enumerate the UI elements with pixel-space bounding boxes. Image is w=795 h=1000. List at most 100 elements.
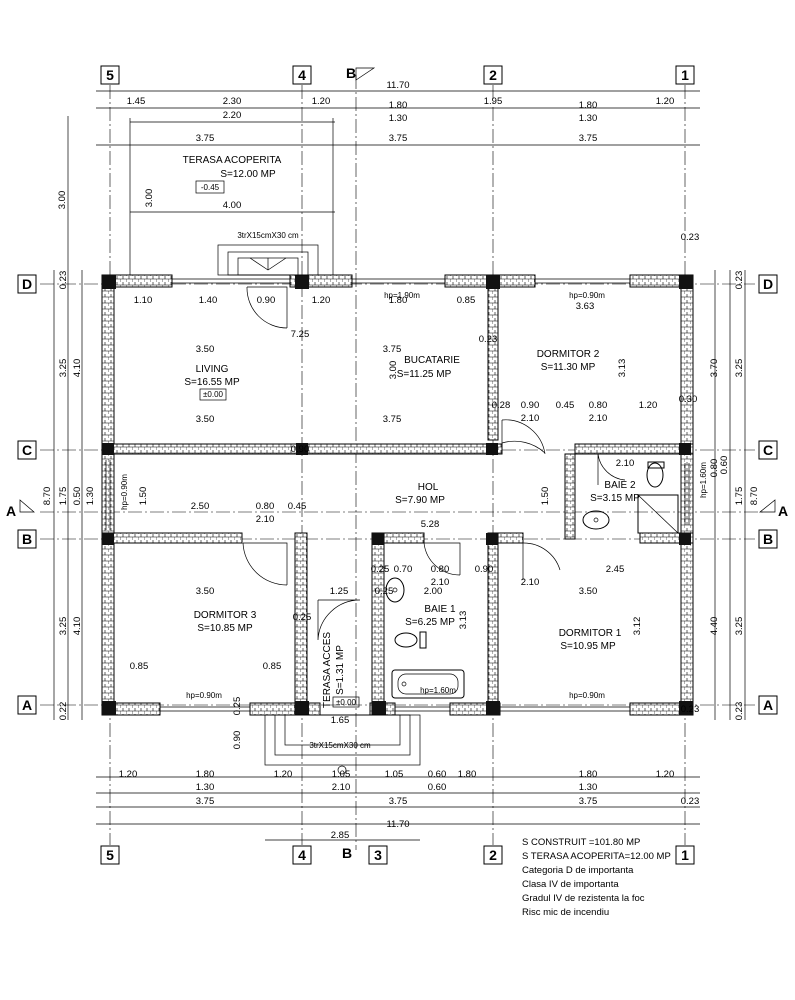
svg-text:0.25: 0.25 [375,586,394,597]
axis-4-bottom: 4 [292,845,312,865]
columns [102,275,693,715]
sink-icon [385,577,405,603]
svg-text:3.75: 3.75 [383,414,402,425]
svg-text:2.10: 2.10 [521,413,540,424]
svg-text:1.75: 1.75 [58,487,69,506]
summary-terrace-area: S TERASA ACOPERITA=12.00 MP [522,851,671,862]
svg-text:5.28: 5.28 [421,519,440,530]
svg-text:0.90: 0.90 [521,400,540,411]
axis-5-top: 5 [100,65,120,85]
svg-text:2.85: 2.85 [331,830,350,841]
svg-text:-0.45: -0.45 [201,183,220,192]
axis-2-bottom: 2 [483,845,503,865]
axis-3-bottom: 3 [368,845,388,865]
svg-text:0.45: 0.45 [556,400,575,411]
summary-importance-class: Clasa IV de importanta [522,879,619,890]
svg-text:11.70: 11.70 [386,80,409,91]
toilet-icon-2 [646,461,665,488]
summary-built-area: S CONSTRUIT =101.80 MP [522,837,641,848]
svg-text:0.45: 0.45 [288,501,307,512]
stairs [217,244,421,775]
room-baie-2: BAIE 2 S=3.15 MP [590,480,640,504]
svg-text:0.25: 0.25 [232,697,243,716]
shower-icon [637,494,679,534]
svg-text:4.10: 4.10 [72,359,83,378]
section-A-right: A [759,499,788,519]
axis-D-left: D [17,274,37,294]
svg-text:hp=1.60m: hp=1.60m [420,686,456,695]
summary-notes: S CONSTRUIT =101.80 MP S TERASA ACOPERIT… [522,836,671,920]
svg-text:B: B [763,531,773,547]
svg-text:0.80: 0.80 [256,501,275,512]
svg-text:hp=1.60m: hp=1.60m [699,462,708,498]
svg-text:±0.00: ±0.00 [203,390,224,399]
room-baie-1: BAIE 1 S=6.25 MP [405,604,456,628]
svg-text:2.10: 2.10 [589,413,608,424]
svg-text:S=1.31 MP: S=1.31 MP [335,645,346,695]
room-dormitor-2: DORMITOR 2 S=11.30 MP [537,349,600,373]
svg-text:5: 5 [106,847,114,863]
section-B-bottom: B [342,845,352,861]
svg-text:0.28: 0.28 [492,400,511,411]
svg-text:3.50: 3.50 [579,586,598,597]
svg-text:1.30: 1.30 [85,487,96,506]
svg-text:S=3.15 MP: S=3.15 MP [590,493,640,504]
svg-text:3.25: 3.25 [58,359,69,378]
svg-text:HOL: HOL [418,482,439,493]
room-bucatarie: BUCATARIE S=11.25 MP [397,355,460,380]
svg-text:2: 2 [489,847,497,863]
axis-B-left: B [17,529,37,549]
svg-text:0.23: 0.23 [681,704,700,715]
svg-text:3trX15cmX30 cm: 3trX15cmX30 cm [309,741,371,750]
svg-text:0.25: 0.25 [293,612,312,623]
svg-text:D: D [22,276,32,292]
axis-A-right: A [758,695,778,715]
room-terasa-acoperita: TERASA ACOPERITA S=12.00 MP -0.45 [183,155,282,194]
svg-text:3.25: 3.25 [58,617,69,636]
axis-B-right: B [758,529,778,549]
svg-text:3.63: 3.63 [576,301,595,312]
svg-text:0.60: 0.60 [428,782,447,793]
svg-text:DORMITOR 1: DORMITOR 1 [559,628,622,639]
svg-text:3.75: 3.75 [389,133,408,144]
svg-text:8.70: 8.70 [42,487,53,506]
svg-text:3.75: 3.75 [196,133,215,144]
axis-5-bottom: 5 [100,845,120,865]
svg-text:C: C [22,442,32,458]
svg-text:S=7.90 MP: S=7.90 MP [395,495,445,506]
svg-text:1: 1 [681,847,689,863]
room-dormitor-1: DORMITOR 1 S=10.95 MP [559,628,622,652]
svg-text:2.00: 2.00 [424,586,443,597]
svg-text:2: 2 [489,67,497,83]
svg-text:DORMITOR 2: DORMITOR 2 [537,349,600,360]
dims-top: 11.70 1.45 2.30 1.20 1.80 1.95 1.80 1.20… [57,80,699,243]
svg-text:0.60: 0.60 [719,456,730,475]
section-A-left: A [6,499,35,519]
svg-text:1.40: 1.40 [199,295,218,306]
svg-text:TERASA ACOPERITA: TERASA ACOPERITA [183,155,282,166]
dims-bottom: 1.20 1.80 1.20 1.05 1.05 0.60 1.80 1.80 … [119,697,700,841]
svg-text:1.80: 1.80 [458,769,477,780]
svg-text:5: 5 [106,67,114,83]
svg-text:0.85: 0.85 [263,661,282,672]
svg-text:2.10: 2.10 [521,577,540,588]
svg-text:0.70: 0.70 [394,564,413,575]
svg-text:S=10.85 MP: S=10.85 MP [197,623,253,634]
svg-text:1.75: 1.75 [734,487,745,506]
summary-importance-category: Categoria D de importanta [522,865,634,876]
room-labels: TERASA ACOPERITA S=12.00 MP -0.45 LIVING… [183,155,641,708]
svg-text:1.20: 1.20 [639,400,658,411]
windows [105,278,690,712]
svg-text:A: A [763,697,773,713]
svg-text:1.95: 1.95 [484,96,503,107]
notes: 3trX15cmX30 cm 3trX15cmX30 cm hp=0.90m h… [120,231,708,750]
axis-C-left: C [17,440,37,460]
svg-text:DORMITOR 3: DORMITOR 3 [194,610,257,621]
svg-text:7.25: 7.25 [291,329,310,340]
svg-text:1.80: 1.80 [389,100,408,111]
svg-text:0.23: 0.23 [479,334,498,345]
svg-text:2.10: 2.10 [256,514,275,525]
svg-text:1.80: 1.80 [579,100,598,111]
svg-text:B: B [346,65,356,81]
svg-text:A: A [778,503,788,519]
